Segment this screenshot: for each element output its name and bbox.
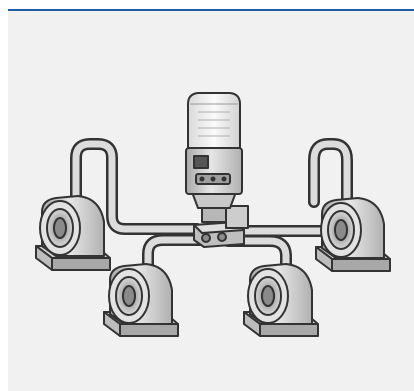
bearing-housing: [104, 264, 178, 336]
lubricator-display: [194, 156, 208, 168]
lubricator: [186, 93, 242, 222]
bearing-housing: [244, 264, 318, 336]
bearing-housing: [316, 198, 390, 271]
bearing-housing: [36, 196, 110, 270]
lubricator-body: [186, 148, 242, 194]
